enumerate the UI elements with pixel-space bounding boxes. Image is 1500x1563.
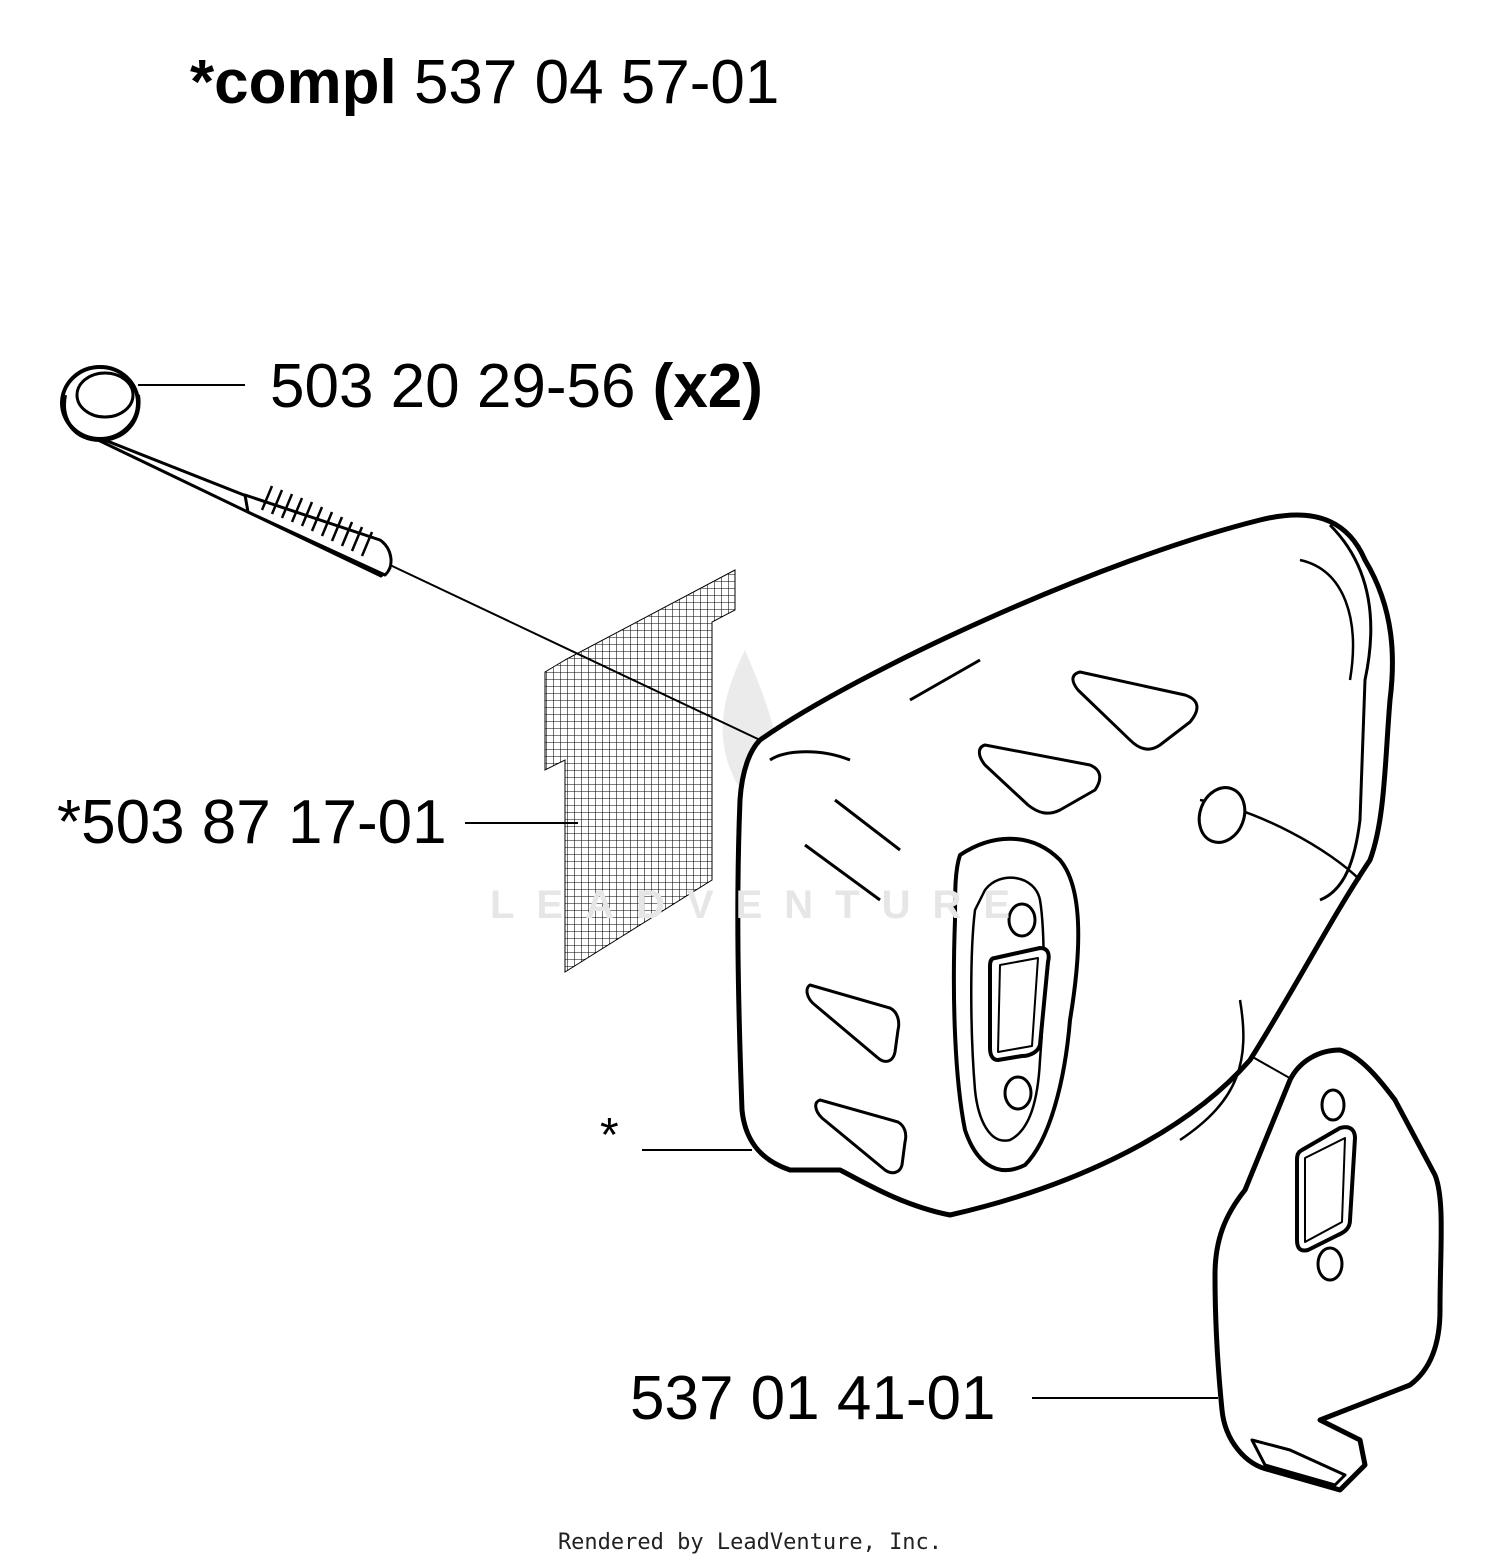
gasket-plate-part-number: 537 01 41-01 xyxy=(630,1364,996,1433)
screen-part-number: *503 87 17-01 xyxy=(57,788,447,857)
bolt-quantity: (x2) xyxy=(652,352,763,421)
assembly-title: *compl 537 04 57-01 xyxy=(190,52,779,114)
watermark-text: LEADVENTURE xyxy=(490,883,1033,927)
muffler-part-number: * xyxy=(600,1109,619,1162)
muffler-drawing xyxy=(735,512,1395,1218)
bolt-drawing xyxy=(60,365,393,578)
bolt-callout: 503 20 29-56 (x2) xyxy=(270,356,763,418)
bolt-part-number: 503 20 29-56 xyxy=(270,352,636,421)
spark-arrester-screen xyxy=(544,569,736,973)
footer-credit: Rendered by LeadVenture, Inc. xyxy=(557,1530,943,1555)
assembly-title-prefix: *compl xyxy=(190,48,397,117)
assembly-part-number: 537 04 57-01 xyxy=(413,48,780,117)
gasket-plate-drawing xyxy=(1212,1047,1444,1493)
